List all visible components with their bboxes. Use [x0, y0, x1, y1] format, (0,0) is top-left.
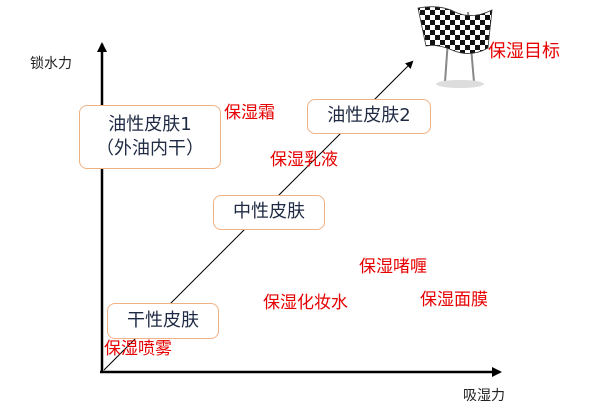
skin-label-dry: 干性皮肤: [127, 309, 199, 331]
skin-box-normal: 中性皮肤: [213, 195, 325, 230]
skin-label-oily-2: 油性皮肤2: [327, 105, 411, 127]
product-spray: 保湿喷雾: [104, 339, 172, 359]
product-cream: 保湿霜: [224, 103, 275, 123]
x-axis-label: 吸湿力: [463, 388, 505, 404]
skin-box-oily-1: 油性皮肤1 （外油内干）: [79, 105, 221, 169]
product-gel: 保湿啫喱: [359, 257, 427, 277]
product-toner: 保湿化妆水: [263, 293, 348, 313]
skin-box-oily-2: 油性皮肤2: [307, 99, 431, 134]
product-mask: 保湿面膜: [420, 290, 488, 310]
y-axis-label: 锁水力: [30, 56, 72, 72]
checkered-flag-icon: [417, 6, 493, 88]
goal-label: 保湿目标: [488, 41, 560, 62]
skin-box-dry: 干性皮肤: [107, 303, 219, 339]
skin-label-normal: 中性皮肤: [233, 201, 305, 223]
skin-label-oily-1-note: （外油内干）: [96, 138, 204, 159]
skin-label-oily-1: 油性皮肤1: [108, 113, 192, 135]
product-lotion: 保湿乳液: [270, 150, 338, 170]
